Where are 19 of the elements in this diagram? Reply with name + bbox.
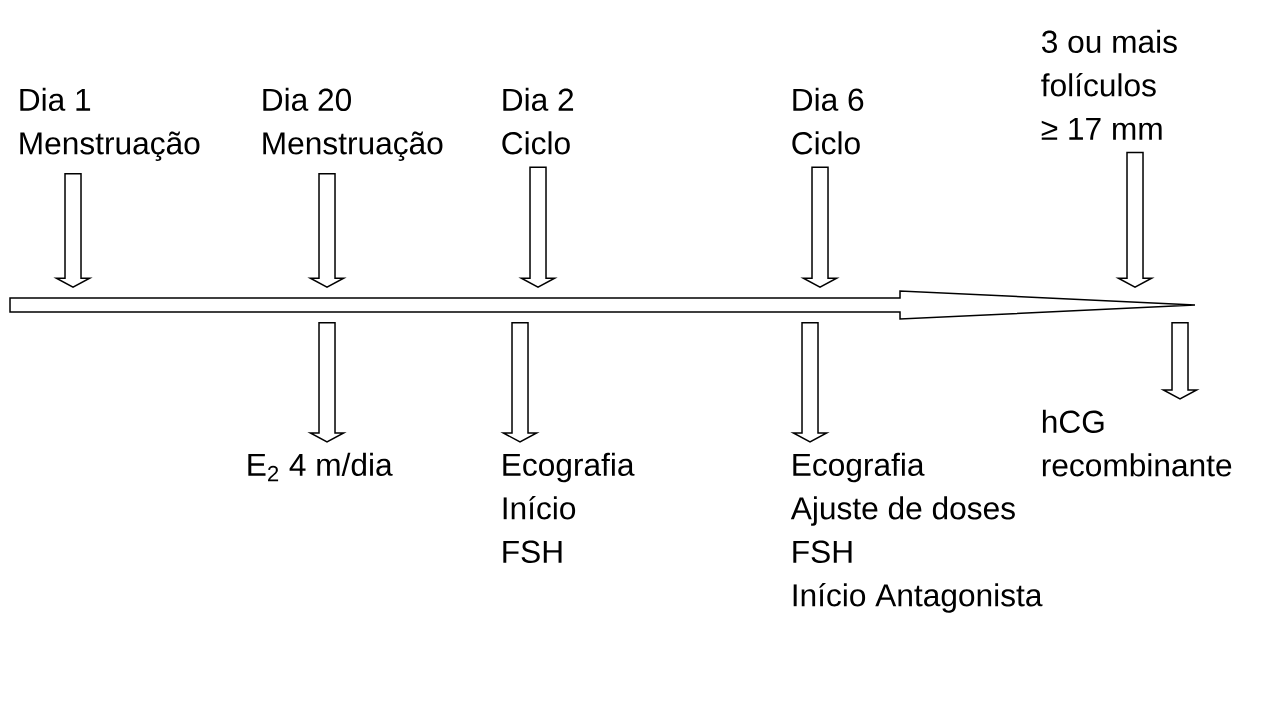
block-arrow [790,322,830,443]
annotation-text: 3 ou mais folículos ≥ 17 mm [1041,29,1177,140]
annotation-text: Dia 6 Ciclo [792,87,864,155]
block-arrow [53,172,93,289]
block-arrow [800,166,840,289]
block-arrow [1115,151,1155,289]
annotation-text: Ecografia Início FSH [503,452,635,563]
timeline-arrow [9,290,1196,320]
annotation-text: Ecografia Ajuste de doses FSH Início Antagonista [790,452,1043,613]
annotation-text: Dia 1 Menstruação [20,87,200,161]
block-arrow [1160,322,1200,400]
annotation-text: Dia 20 Menstruação [263,87,443,161]
block-arrow [307,322,347,443]
block-arrow [500,322,540,443]
annotation-text: Dia 2 Ciclo [502,87,574,155]
annotation-text: E$_{2}$ 4 m/dia [248,452,393,482]
block-arrow [518,166,558,289]
annotation-text: hCG recombinante [1042,409,1232,477]
block-arrow [307,172,347,289]
